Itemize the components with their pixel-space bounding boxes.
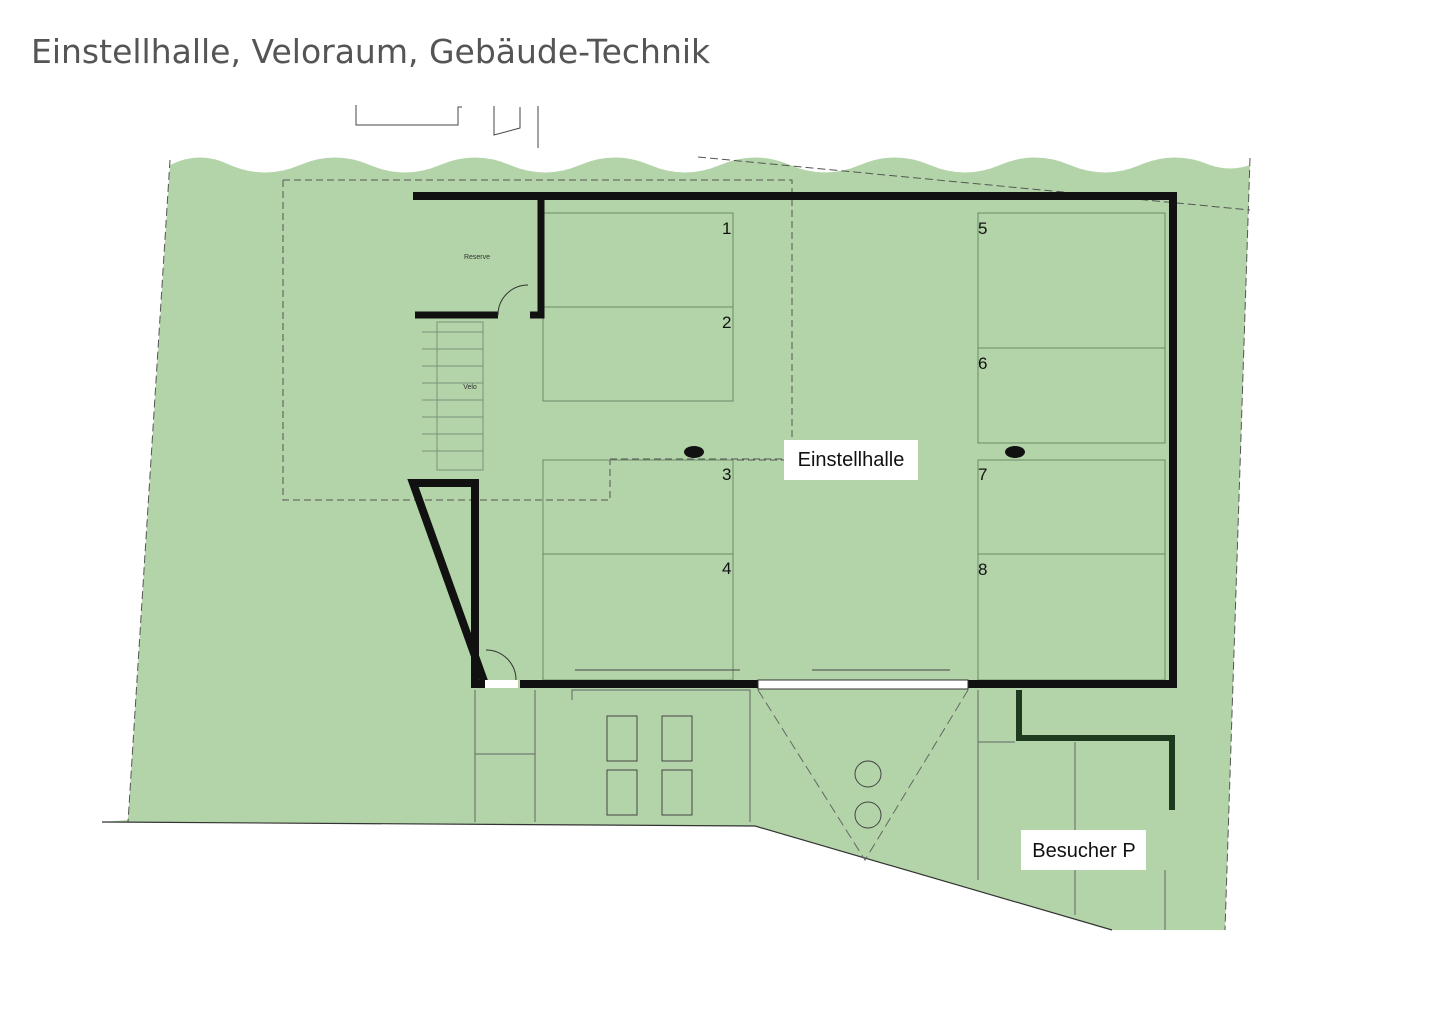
parking-spaces [542,212,1166,681]
pillar [1005,446,1025,458]
shaft-circle [854,801,882,829]
parking-number-5: 5 [978,219,987,238]
parking-number-6: 6 [978,354,987,373]
room-label-reserve: Reserve [464,254,490,261]
reserve-wall [415,198,545,319]
parking-space-2 [542,306,734,402]
page-title: Einstellhalle, Veloraum, Gebäude-Technik [31,32,711,71]
neighbour-outline [355,105,539,148]
parking-number-7: 7 [978,465,987,484]
parking-number-8: 8 [978,560,987,579]
pillar [684,446,704,458]
gate-opening [757,679,969,690]
shaft-circle [854,760,882,788]
door-opening [485,680,518,688]
building-wall [407,192,1177,688]
upper-footprint-outline [282,179,793,501]
parking-space-6 [977,347,1166,444]
bike-racks [422,321,484,471]
room-label-einstellhalle: Einstellhalle [798,449,905,471]
site-area [102,157,1250,930]
parking-number-4: 4 [722,559,731,578]
area-label-besucher-p: Besucher P [1032,840,1135,862]
parking-number-3: 3 [722,465,731,484]
parking-number-2: 2 [722,313,731,332]
room-label-velo: Velo [463,384,477,391]
hedge [1016,690,1175,810]
parking-number-1: 1 [722,219,731,238]
waste-containers [606,715,693,816]
